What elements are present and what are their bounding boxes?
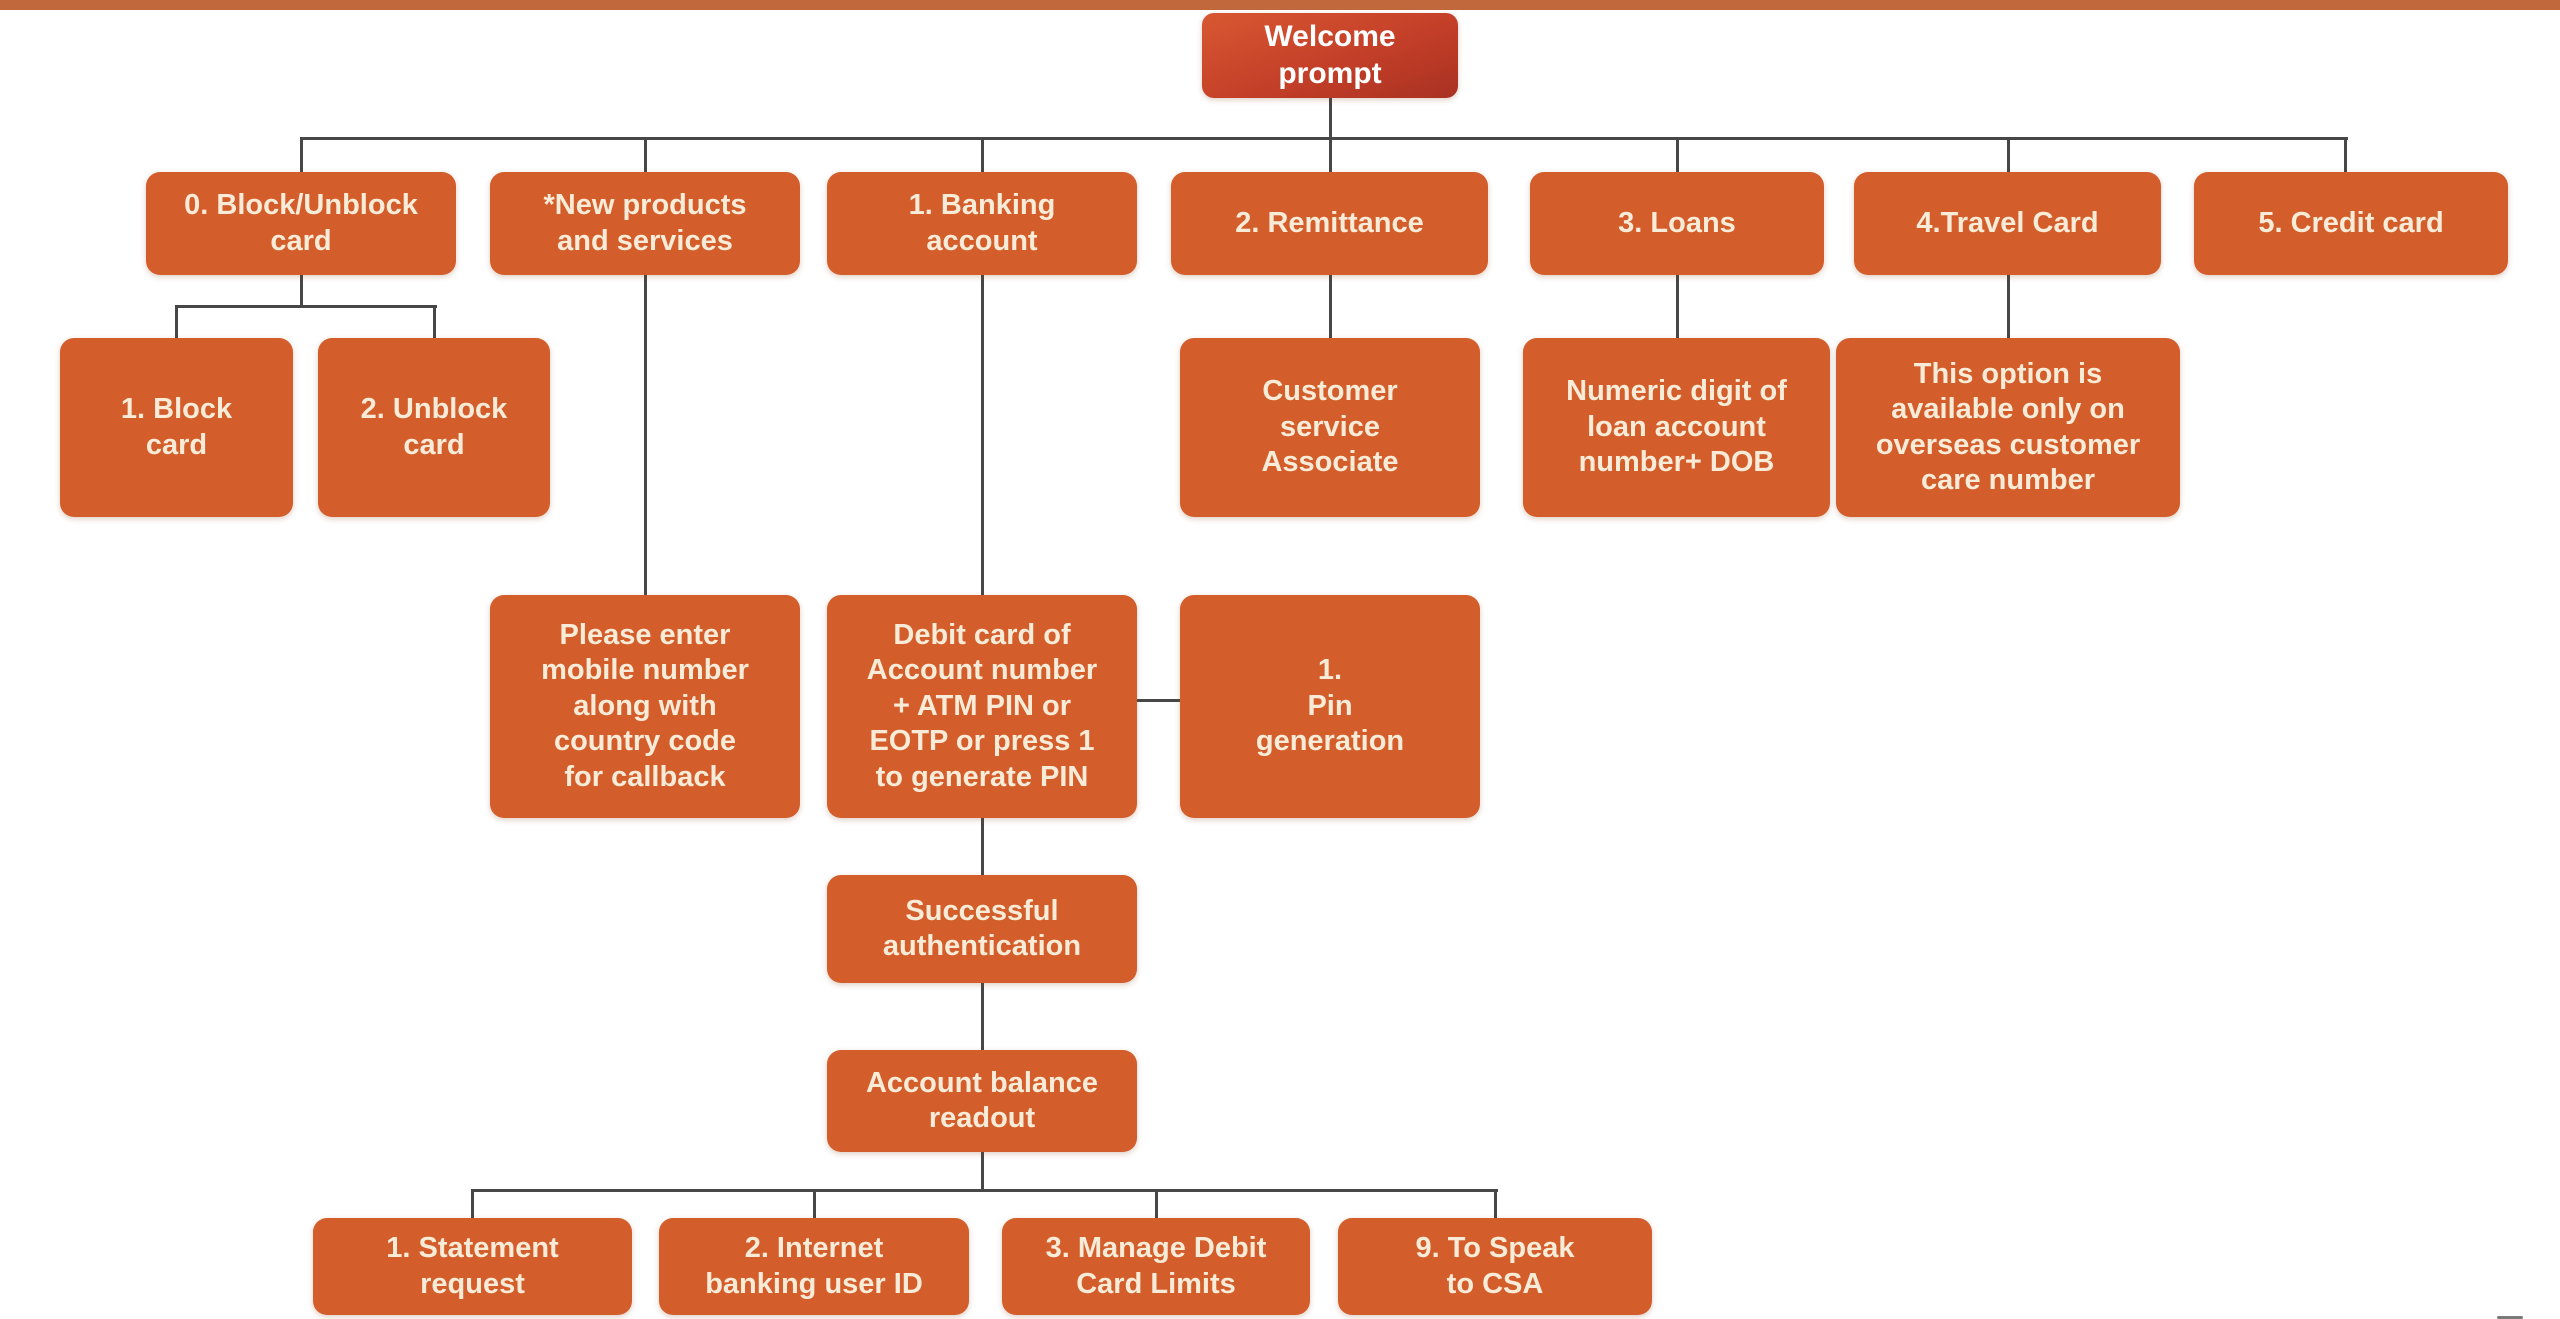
node-credit-card: 5. Credit card xyxy=(2194,172,2508,275)
node-internet-banking-user-id: 2. Internet banking user ID xyxy=(659,1218,969,1315)
connector-line xyxy=(300,137,2348,140)
corner-mark xyxy=(2497,1316,2523,1319)
node-label: 2. Remittance xyxy=(1235,206,1424,239)
node-label: *New products and services xyxy=(543,189,747,257)
node-loan-account-dob: Numeric digit of loan account number+ DO… xyxy=(1523,338,1830,517)
top-accent-bar xyxy=(0,0,2560,10)
connector-line xyxy=(300,275,303,306)
connector-line xyxy=(175,306,178,338)
node-mobile-callback: Please enter mobile number along with co… xyxy=(490,595,800,818)
connector-line xyxy=(981,818,984,875)
connector-line xyxy=(300,138,303,172)
node-block-unblock-card: 0. Block/Unblock card xyxy=(146,172,456,275)
node-banking-account: 1. Banking account xyxy=(827,172,1137,275)
node-account-balance-readout: Account balance readout xyxy=(827,1050,1137,1152)
connector-line xyxy=(981,138,984,172)
node-label: 1. Pin generation xyxy=(1255,654,1405,758)
connector-line xyxy=(981,983,984,1050)
node-customer-service-associate: Customer service Associate xyxy=(1180,338,1480,517)
connector-line xyxy=(1329,98,1332,172)
connector-line xyxy=(813,1190,816,1218)
connector-line xyxy=(1676,275,1679,338)
connector-line xyxy=(981,275,984,595)
node-label: Account balance readout xyxy=(865,1066,1099,1134)
node-label: 3. Manage Debit Card Limits xyxy=(1045,1232,1267,1300)
node-label: 2. Internet banking user ID xyxy=(705,1232,923,1300)
connector-line xyxy=(644,138,647,172)
node-label: 1. Banking account xyxy=(908,189,1056,257)
connector-line xyxy=(1676,138,1679,172)
connector-line xyxy=(644,275,647,595)
node-new-products-services: *New products and services xyxy=(490,172,800,275)
node-manage-debit-card-limits: 3. Manage Debit Card Limits xyxy=(1002,1218,1310,1315)
connector-line xyxy=(175,305,437,308)
connector-line xyxy=(471,1189,1498,1192)
node-label: 5. Credit card xyxy=(2258,206,2444,239)
node-label: 0. Block/Unblock card xyxy=(184,189,418,257)
connector-line xyxy=(1329,275,1332,338)
connector-line xyxy=(471,1190,474,1218)
node-debit-card-auth: Debit card of Account number + ATM PIN o… xyxy=(827,595,1137,818)
node-travel-card-note: This option is available only on oversea… xyxy=(1836,338,2180,517)
node-label: Welcome prompt xyxy=(1264,19,1396,90)
node-label: Please enter mobile number along with co… xyxy=(541,619,749,793)
node-label: Customer service Associate xyxy=(1261,375,1399,479)
node-label: Debit card of Account number + ATM PIN o… xyxy=(866,619,1098,793)
node-pin-generation: 1. Pin generation xyxy=(1180,595,1480,818)
node-label: Successful authentication xyxy=(882,894,1082,962)
node-speak-to-csa: 9. To Speak to CSA xyxy=(1338,1218,1652,1315)
node-label: 2. Unblock card xyxy=(360,393,508,461)
connector-line xyxy=(1137,699,1180,702)
node-label: 9. To Speak to CSA xyxy=(1415,1232,1575,1300)
connector-line xyxy=(433,306,436,338)
node-welcome-prompt: Welcome prompt xyxy=(1202,13,1458,98)
node-label: 4.Travel Card xyxy=(1916,206,2099,239)
node-successful-authentication: Successful authentication xyxy=(827,875,1137,983)
node-label: This option is available only on oversea… xyxy=(1875,357,2141,496)
node-remittance: 2. Remittance xyxy=(1171,172,1488,275)
node-statement-request: 1. Statement request xyxy=(313,1218,632,1315)
node-block-card: 1. Block card xyxy=(60,338,293,517)
connector-line xyxy=(2344,138,2347,174)
node-label: 1. Block card xyxy=(120,393,233,461)
connector-line xyxy=(2007,275,2010,338)
connector-line xyxy=(1155,1190,1158,1218)
node-travel-card: 4.Travel Card xyxy=(1854,172,2161,275)
node-label: 1. Statement request xyxy=(386,1232,559,1300)
connector-line xyxy=(981,1152,984,1190)
connector-line xyxy=(1494,1190,1497,1218)
connector-line xyxy=(2007,138,2010,172)
node-loans: 3. Loans xyxy=(1530,172,1824,275)
node-label: 3. Loans xyxy=(1618,206,1736,239)
node-label: Numeric digit of loan account number+ DO… xyxy=(1566,375,1787,479)
node-unblock-card: 2. Unblock card xyxy=(318,338,550,517)
